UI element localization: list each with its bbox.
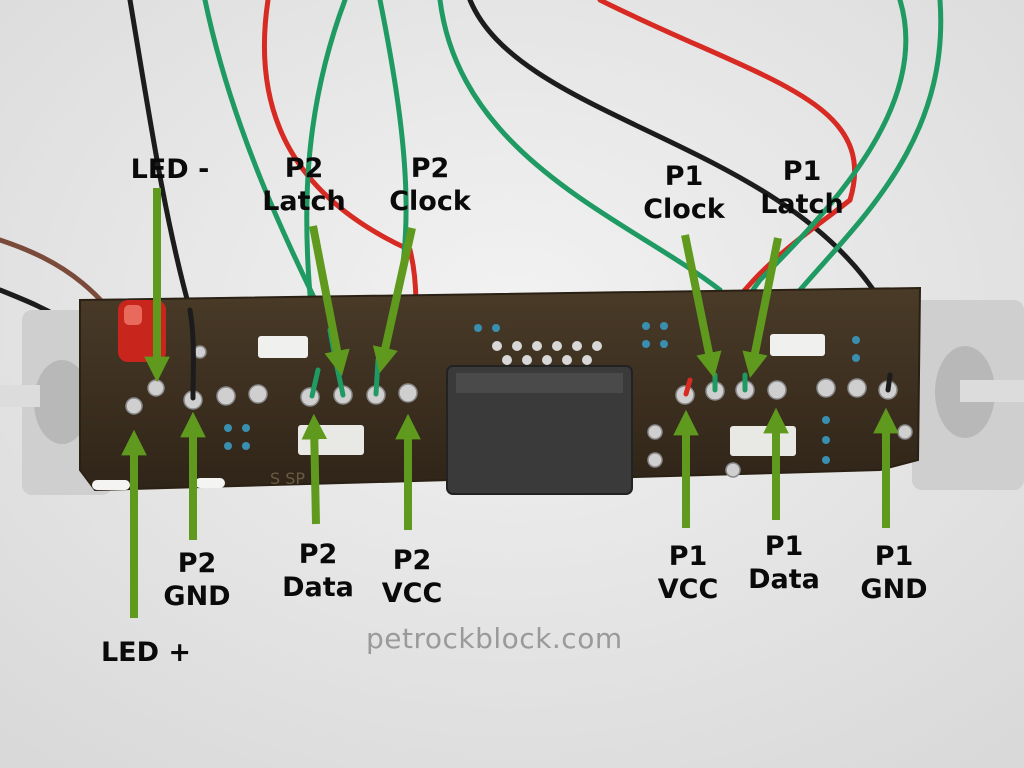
arrow-p2-latch bbox=[309, 225, 350, 377]
arrow-p2-data bbox=[301, 413, 328, 525]
label-led-plus: LED + bbox=[100, 637, 192, 668]
arrow-p1-latch bbox=[742, 237, 782, 379]
watermark-text: petrockblock.com bbox=[366, 622, 623, 655]
via-holes bbox=[224, 322, 860, 464]
arrow-p1-clock bbox=[681, 234, 722, 379]
svg-text:S SP: S SP bbox=[270, 469, 305, 488]
connector-chip bbox=[446, 341, 633, 495]
arrow-p2-clock bbox=[372, 227, 416, 373]
label-led-minus: LED - bbox=[130, 154, 210, 185]
housing-clip-right bbox=[912, 300, 1024, 490]
component-legs bbox=[92, 478, 225, 490]
annotation-arrows bbox=[121, 188, 899, 618]
